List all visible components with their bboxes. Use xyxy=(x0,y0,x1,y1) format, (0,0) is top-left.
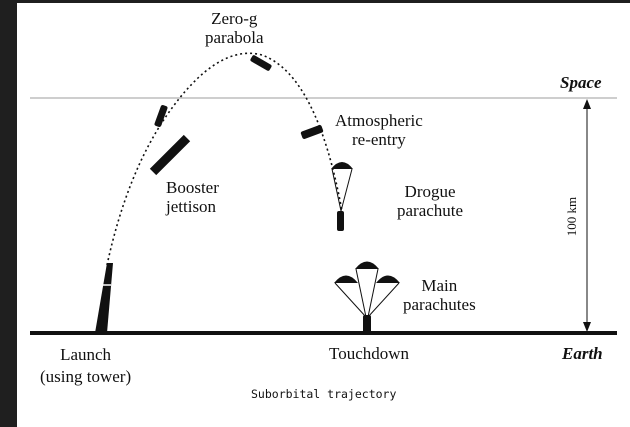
launch-rocket xyxy=(95,263,113,333)
diagram-panel: Zero-g parabola Space Atmospheric re-ent… xyxy=(17,3,630,427)
drogue-parachute xyxy=(331,162,353,231)
zero-g-capsule xyxy=(250,55,272,71)
diagram-caption: Suborbital trajectory xyxy=(251,387,397,401)
touchdown-label: Touchdown xyxy=(329,344,410,363)
trajectory-path xyxy=(106,52,343,266)
booster-stage xyxy=(149,134,191,176)
launch-label: Launch (using tower) xyxy=(40,345,132,386)
altitude-arrow xyxy=(583,99,591,332)
atmospheric-reentry-label: Atmospheric re-entry xyxy=(335,111,423,149)
earth-label: Earth xyxy=(562,344,603,363)
main-parachutes-label: Main parachutes xyxy=(403,276,476,314)
zero-g-label: Zero-g parabola xyxy=(205,9,264,47)
space-label: Space xyxy=(560,73,602,92)
trajectory-diagram xyxy=(30,52,617,335)
altitude-label: 100 km xyxy=(564,196,580,237)
booster-jettison-label: Booster jettison xyxy=(166,178,219,216)
drogue-parachute-label: Drogue parachute xyxy=(397,182,464,220)
ascending-capsule xyxy=(154,105,168,127)
main-parachutes xyxy=(334,261,400,333)
reentry-capsule xyxy=(300,125,324,139)
